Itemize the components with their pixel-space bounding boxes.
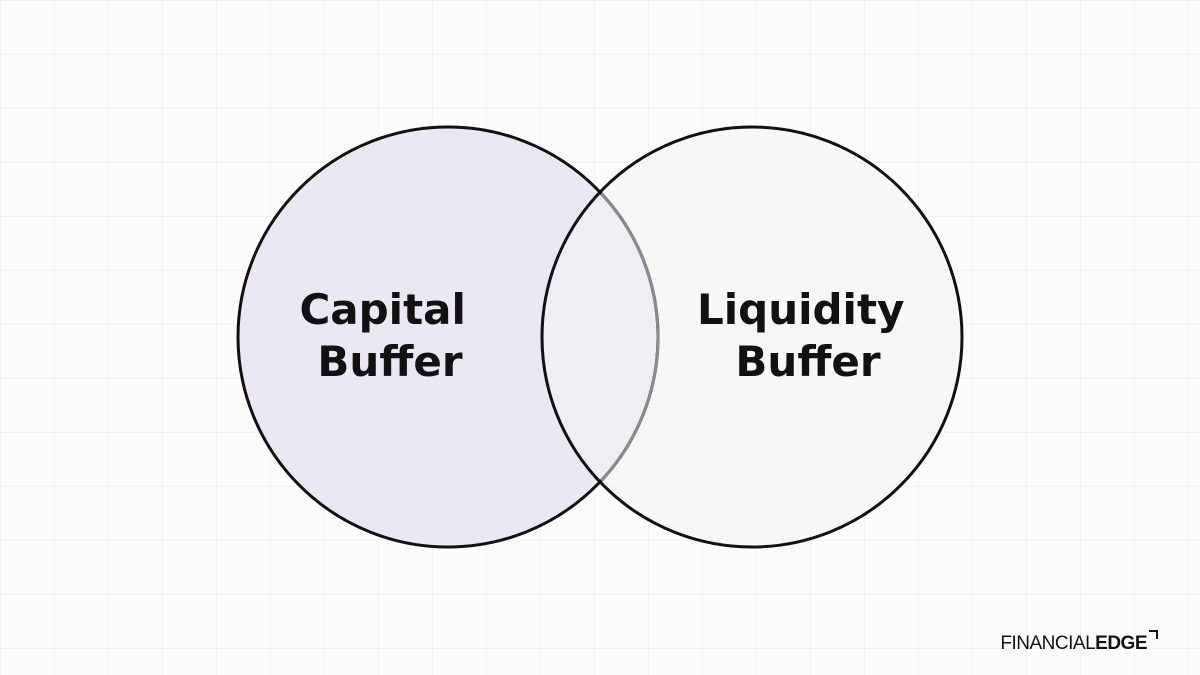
liquidity-buffer-label-line-2: Buffer	[735, 337, 880, 386]
logo-corner-mark-icon	[1149, 630, 1158, 639]
liquidity-buffer-circle	[542, 127, 962, 547]
capital-buffer-label-line-1: Capital	[299, 285, 465, 334]
overlap-inner-edge	[544, 129, 660, 545]
logo-text-financial: FINANCIAL	[1000, 633, 1096, 654]
capital-buffer-circle	[238, 127, 658, 547]
financial-edge-logo: FINANCIAL EDGE	[1000, 630, 1158, 655]
capital-buffer-label-line-2: Buffer	[317, 337, 462, 386]
liquidity-buffer-outline	[540, 125, 964, 549]
capital-buffer-label: Capital Buffer	[299, 285, 480, 386]
liquidity-buffer-label: Liquidity Buffer	[697, 285, 919, 386]
liquidity-buffer-label-line-1: Liquidity	[697, 285, 904, 334]
logo-text-edge: EDGE	[1095, 633, 1147, 654]
